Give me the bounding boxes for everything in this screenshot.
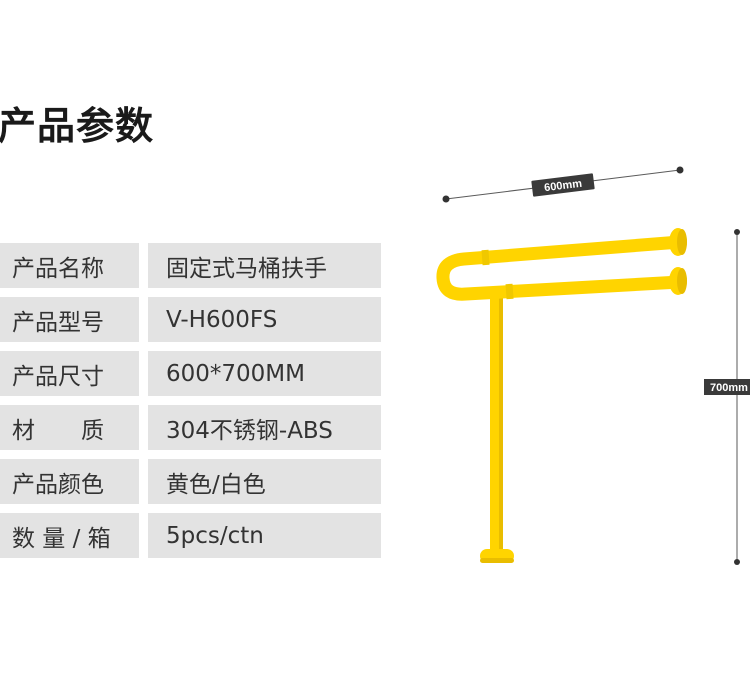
spec-label: 材 质 xyxy=(0,405,139,450)
height-dimension: 700mm xyxy=(704,229,750,565)
grab-bar-sleeve xyxy=(505,283,514,300)
page-title: 产品参数 xyxy=(0,104,155,148)
height-dimension-endpoint xyxy=(734,559,740,565)
grab-bar-leg-shade xyxy=(499,298,503,558)
width-dimension-label: 600mm xyxy=(544,178,583,195)
spec-label: 产品尺寸 xyxy=(0,351,139,396)
grab-bar-rail xyxy=(436,235,687,301)
height-dimension-tag xyxy=(704,379,750,395)
grab-bar-diagram: 600mm 700mm xyxy=(436,166,750,565)
width-dimension-endpoint xyxy=(442,195,450,203)
spec-label: 产品名称 xyxy=(0,243,139,288)
grab-bar-wall-flange-shade xyxy=(677,268,687,294)
spec-value: 304不锈钢-ABS xyxy=(148,405,381,450)
spec-label: 数 量 / 箱 xyxy=(0,513,139,558)
spec-label: 产品型号 xyxy=(0,297,139,342)
spec-value: 600*700MM xyxy=(148,351,381,396)
grab-bar-floor-base-shade xyxy=(480,558,514,563)
width-dimension-endpoint xyxy=(676,166,684,174)
spec-label: 产品颜色 xyxy=(0,459,139,504)
grab-bar xyxy=(436,228,687,563)
spec-value: V-H600FS xyxy=(148,297,381,342)
width-dimension: 600mm xyxy=(442,166,684,203)
grab-bar-sleeve xyxy=(481,249,490,266)
spec-value: 固定式马桶扶手 xyxy=(148,243,381,288)
grab-bar-wall-flange-shade xyxy=(677,229,687,255)
width-dimension-tag xyxy=(531,173,595,197)
height-dimension-label: 700mm xyxy=(710,382,748,394)
height-dimension-endpoint xyxy=(734,229,740,235)
spec-value: 5pcs/ctn xyxy=(148,513,381,558)
spec-value: 黄色/白色 xyxy=(148,459,381,504)
